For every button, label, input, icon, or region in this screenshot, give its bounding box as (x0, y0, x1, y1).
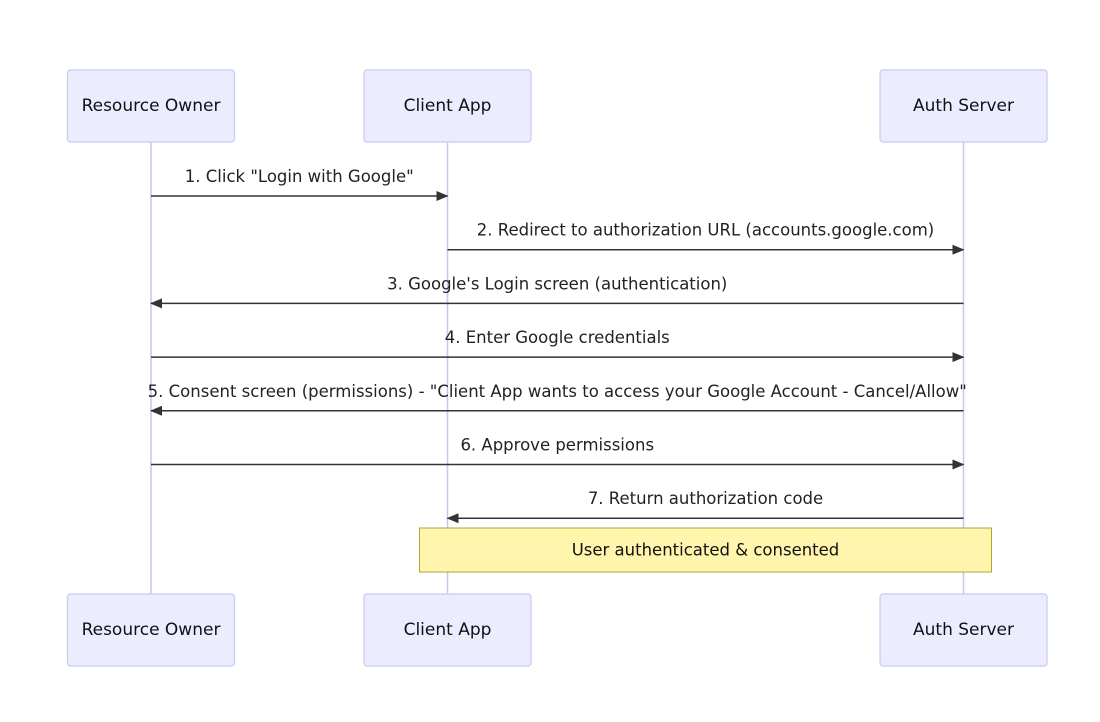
actor-box (879, 593, 1048, 667)
message-label: 1. Click "Login with Google" (185, 167, 414, 186)
actor-label: Resource Owner (82, 96, 221, 116)
message-7: 7. Return authorization code (446, 489, 964, 524)
actor-auth-bottom: Auth Server (879, 593, 1048, 667)
message-label: 5. Consent screen (permissions) - "Clien… (148, 382, 967, 401)
note-text: User authenticated & consented (572, 541, 840, 560)
message-label: 6. Approve permissions (460, 436, 654, 455)
actor-auth-top: Auth Server (879, 69, 1048, 143)
actor-label: Resource Owner (82, 620, 221, 640)
actor-client-top: Client App (363, 69, 532, 143)
message-label: 4. Enter Google credentials (445, 328, 670, 347)
actor-box (66, 593, 236, 667)
message-1: 1. Click "Login with Google" (151, 167, 449, 201)
note-box (419, 527, 992, 573)
actor-box (879, 69, 1048, 143)
message-label: 7. Return authorization code (588, 489, 823, 508)
message-2: 2. Redirect to authorization URL (accoun… (447, 221, 965, 255)
message-3: 3. Google's Login screen (authentication… (150, 274, 964, 309)
actor-client-bottom: Client App (363, 593, 532, 667)
note: User authenticated & consented (419, 527, 992, 573)
actor-box (66, 69, 236, 143)
actor-owner-bottom: Resource Owner (66, 593, 236, 667)
message-label: 2. Redirect to authorization URL (accoun… (477, 221, 934, 240)
actor-owner-top: Resource Owner (66, 69, 236, 143)
actor-label: Auth Server (913, 620, 1014, 640)
actor-label: Client App (404, 620, 492, 640)
actor-box (363, 69, 532, 143)
actor-box (363, 593, 532, 667)
actor-label: Auth Server (913, 96, 1014, 116)
message-label: 3. Google's Login screen (authentication… (387, 274, 727, 293)
message-6: 6. Approve permissions (151, 436, 965, 470)
message-4: 4. Enter Google credentials (151, 328, 965, 363)
message-5: 5. Consent screen (permissions) - "Clien… (148, 382, 967, 416)
actor-label: Client App (404, 96, 492, 116)
